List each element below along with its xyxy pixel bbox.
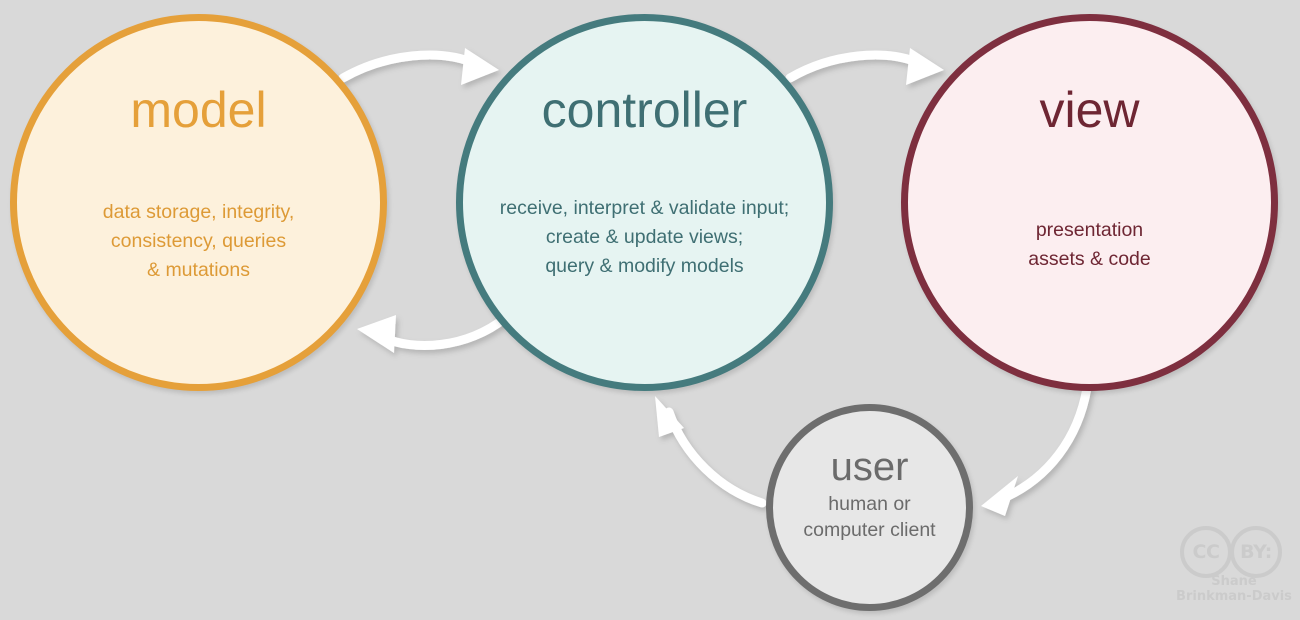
cc-by-icon: BY: bbox=[1230, 526, 1282, 578]
node-model-title: model bbox=[130, 82, 267, 138]
node-user-title: user bbox=[830, 445, 909, 489]
author-attribution: Shane Brinkman-Davis bbox=[1176, 574, 1292, 604]
node-view-title: view bbox=[1039, 82, 1140, 138]
node-view[interactable]: view presentation assets & code bbox=[901, 14, 1278, 391]
cc-icon: CC bbox=[1180, 526, 1232, 578]
node-view-description: presentation assets & code bbox=[1028, 219, 1151, 270]
creative-commons-badge[interactable]: CC BY: Shane Brinkman-Davis bbox=[1176, 526, 1292, 606]
node-controller-description: receive, interpret & validate input; cre… bbox=[499, 197, 790, 277]
arrow-view-to-user bbox=[981, 383, 1092, 516]
node-controller[interactable]: controller receive, interpret & validate… bbox=[456, 14, 833, 391]
arrow-user-to-controller bbox=[655, 396, 767, 508]
node-model-description: data storage, integrity, consistency, qu… bbox=[102, 201, 295, 281]
node-model[interactable]: model data storage, integrity, consisten… bbox=[10, 14, 387, 391]
node-user[interactable]: user human or computer client bbox=[766, 404, 973, 611]
arrow-controller-to-view bbox=[785, 48, 944, 85]
arrow-model-to-controller bbox=[338, 48, 499, 85]
arrow-controller-to-model bbox=[357, 313, 510, 353]
node-controller-title: controller bbox=[541, 82, 748, 138]
node-user-description: human or computer client bbox=[803, 493, 936, 541]
